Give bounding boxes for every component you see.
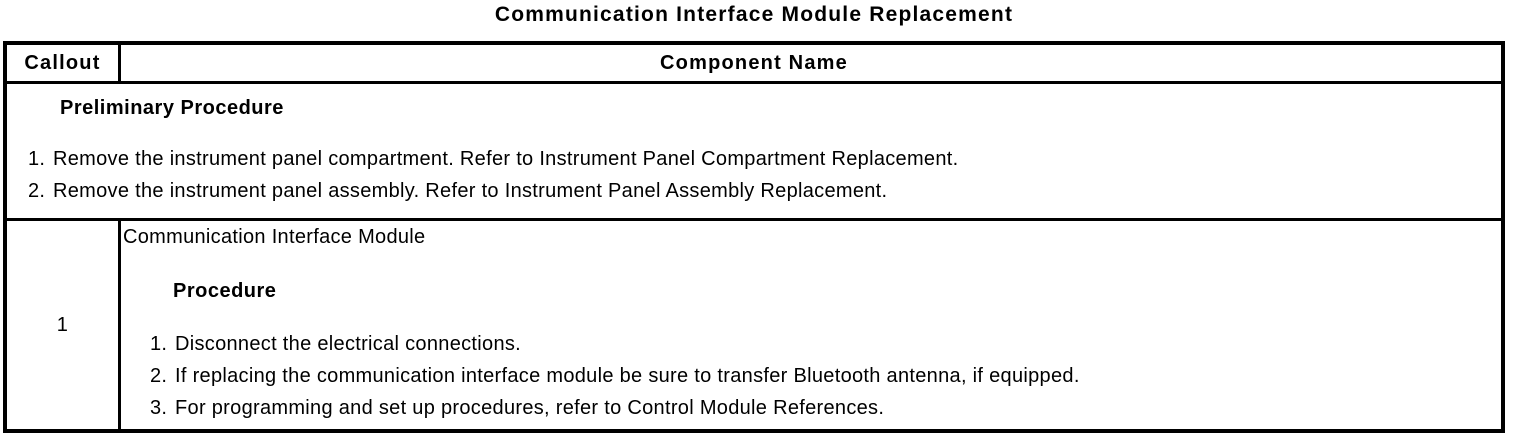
- step-number: 3.: [150, 397, 168, 419]
- component-row: 1 Communication Interface Module Procedu…: [7, 221, 1501, 429]
- preliminary-step-2: 2. Remove the instrument panel assembly.…: [7, 175, 1501, 207]
- step-text: For programming and set up procedures, r…: [175, 397, 885, 419]
- callout-header-label: Callout: [24, 52, 101, 74]
- callout-number: 1: [56, 313, 69, 336]
- preliminary-procedure-heading: Preliminary Procedure: [60, 97, 284, 119]
- preliminary-step-1: 1. Remove the instrument panel compartme…: [7, 143, 1501, 175]
- preliminary-steps-list: 1. Remove the instrument panel compartme…: [7, 143, 1501, 207]
- callout-cell: 1: [7, 221, 121, 429]
- procedure-steps-list: 1. Disconnect the electrical connections…: [123, 328, 1491, 424]
- procedure-step-1: 1. Disconnect the electrical connections…: [123, 328, 1491, 360]
- document-title: Communication Interface Module Replaceme…: [494, 3, 1014, 26]
- callout-column-header-cell: Callout: [7, 45, 121, 81]
- step-number: 2.: [150, 365, 168, 387]
- procedure-table: Callout Component Name Preliminary Proce…: [3, 41, 1505, 433]
- component-header-label: Component Name: [660, 52, 848, 74]
- component-name: Communication Interface Module: [123, 226, 426, 248]
- step-text: Remove the instrument panel compartment.…: [53, 148, 959, 170]
- procedure-step-2: 2. If replacing the communication interf…: [123, 360, 1491, 392]
- step-text: Remove the instrument panel assembly. Re…: [53, 180, 888, 202]
- step-number: 1.: [28, 148, 46, 170]
- step-number: 1.: [150, 333, 168, 355]
- step-number: 2.: [28, 180, 46, 202]
- step-text: If replacing the communication interface…: [175, 365, 1080, 387]
- component-cell: Communication Interface Module Procedure…: [121, 221, 1501, 429]
- preliminary-procedure-row: Preliminary Procedure 1. Remove the inst…: [7, 84, 1501, 221]
- step-text: Disconnect the electrical connections.: [175, 333, 522, 355]
- procedure-step-3: 3. For programming and set up procedures…: [123, 392, 1491, 424]
- procedure-heading: Procedure: [173, 280, 277, 302]
- table-header-row: Callout Component Name: [7, 45, 1501, 84]
